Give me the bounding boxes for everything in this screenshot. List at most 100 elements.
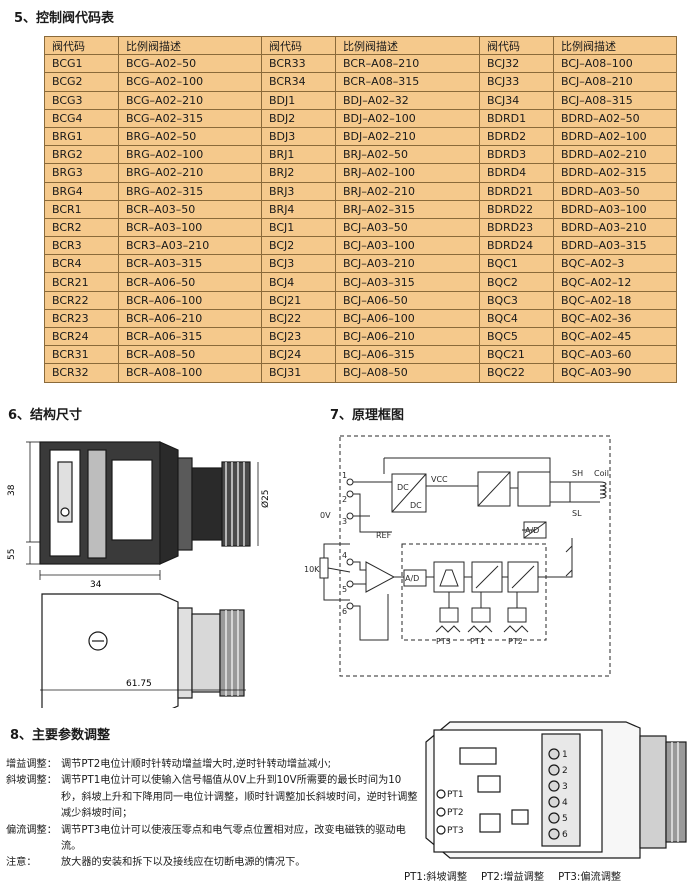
valve-code-cell: BQC1: [479, 254, 554, 274]
valve-code-cell: BDRD21: [479, 181, 554, 201]
caption-pt3: PT3:偏流调整: [558, 872, 622, 883]
valve-code-cell: BQC4: [479, 308, 554, 329]
ad-label-1: A/D: [405, 574, 419, 583]
valve-code-cell: BQC5: [479, 326, 554, 347]
param-note: 注意：放大器的安装和拆下以及接线应在切断电源的情况下。: [6, 857, 306, 869]
valve-description-cell: BCR–A03–50: [118, 199, 262, 219]
valve-description-cell: BCJ–A06–315: [335, 345, 480, 365]
valve-description-cell: BQC–A03–60: [553, 345, 677, 365]
board-captions: PT1:斜坡调整 PT2:增益调整 PT3:偏流调整: [404, 868, 700, 883]
valve-description-cell: BQC–A02–36: [553, 308, 677, 329]
section5-title: 5、控制阀代码表: [14, 11, 115, 26]
valve-description-cell: BCJ–A06–100: [335, 308, 480, 329]
pin-4-label: 4: [342, 551, 347, 560]
sl-label: SL: [572, 509, 582, 518]
param-gain: 增益调整：调节PT2电位计顺时针转动增益增大时,逆时针转动增益减小;: [6, 759, 332, 770]
valve-description-cell: BCR–A06–210: [118, 308, 262, 329]
valve-description-cell: BCJ–A08–50: [335, 363, 480, 383]
valve-description-cell: BCR–A06–50: [118, 272, 262, 292]
valve-description-cell: BDRD–A03–210: [553, 217, 677, 238]
terminal-1-label: 1: [562, 750, 568, 760]
valve-description-cell: BCG–A02–210: [118, 90, 262, 110]
valve-description-cell: BDRD–A02–100: [553, 126, 677, 147]
cable-gland: [221, 461, 251, 547]
valve-description-cell: BQC–A02–45: [553, 326, 677, 347]
valve-code-cell: BCG1: [44, 54, 119, 74]
valve-code-cell: BCR21: [44, 272, 119, 292]
valve-description-cell: BCJ–A06–210: [335, 326, 480, 347]
valve-code-cell: BRJ4: [261, 199, 336, 219]
valve-description-cell: BRJ–A02–50: [335, 145, 480, 165]
valve-description-cell: BCR–A03–315: [118, 254, 262, 274]
pt3-pot-icon: [436, 825, 446, 835]
valve-code-cell: BCR22: [44, 290, 119, 310]
valve-description-cell: BRJ–A02–100: [335, 163, 480, 183]
valve-description-cell: BQC–A02–12: [553, 272, 677, 292]
screw-icon: [88, 631, 108, 651]
table-header-cell: 比例阀描述: [335, 35, 480, 56]
valve-description-cell: BDRD–A03–315: [553, 236, 677, 256]
valve-code-cell: BCJ31: [261, 363, 336, 383]
valve-code-cell: BCG2: [44, 72, 119, 92]
block-diagram: DC DC VCC REF 0V 10K SH SL Coil A/D A/D …: [304, 435, 611, 677]
valve-code-cell: BDRD22: [479, 199, 554, 219]
valve-description-cell: BCR–A08–100: [118, 363, 262, 383]
valve-code-cell: BDRD1: [479, 108, 554, 128]
pt1-diagram-label: PT1: [470, 637, 485, 646]
valve-description-cell: BRJ–A02–210: [335, 181, 480, 201]
valve-code-cell: BCG4: [44, 108, 119, 128]
pin-1-label: 1: [342, 471, 347, 480]
pt3-diagram-label: PT3: [436, 637, 451, 646]
dim-55: 55: [7, 549, 17, 560]
valve-code-cell: BCG3: [44, 90, 119, 110]
valve-code-cell: BCR24: [44, 326, 119, 347]
valve-description-cell: BDJ–A02–32: [335, 90, 480, 110]
valve-description-cell: BDRD–A03–50: [553, 181, 677, 201]
section6-title: 6、结构尺寸: [8, 408, 83, 423]
table-header-cell: 比例阀描述: [118, 35, 262, 56]
valve-description-cell: BRG–A02–100: [118, 145, 262, 165]
valve-description-cell: BRJ–A02–315: [335, 199, 480, 219]
valve-code-cell: BRG1: [44, 126, 119, 147]
caption-pt2: PT2:增益调整: [481, 872, 545, 883]
valve-code-cell: BCR2: [44, 217, 119, 238]
valve-description-cell: BCJ–A03–50: [335, 217, 480, 238]
coil-label: Coil: [594, 469, 609, 478]
valve-description-cell: BCR–A06–100: [118, 290, 262, 310]
valve-code-cell: BRJ2: [261, 163, 336, 183]
valve-code-cell: BCJ2: [261, 236, 336, 256]
pin-3-label: 3: [342, 517, 347, 526]
dim-34: 34: [90, 580, 102, 590]
valve-code-cell: BRJ1: [261, 145, 336, 165]
valve-description-cell: BCG–A02–315: [118, 108, 262, 128]
valve-code-cell: BCJ21: [261, 290, 336, 310]
valve-description-cell: BDRD–A02–50: [553, 108, 677, 128]
terminal-5-label: 5: [562, 814, 568, 824]
table-header-cell: 比例阀描述: [553, 35, 677, 56]
valve-description-cell: BRG–A02–315: [118, 181, 262, 201]
valve-code-cell: BDRD3: [479, 145, 554, 165]
vcc-label: VCC: [431, 475, 448, 484]
dc-label-1: DC: [397, 483, 409, 492]
valve-description-cell: BCR–A03–100: [118, 217, 262, 238]
valve-code-cell: BCJ1: [261, 217, 336, 238]
valve-description-cell: BCJ–A08–315: [553, 90, 677, 110]
valve-code-cell: BRJ3: [261, 181, 336, 201]
board-pt3-label: PT3: [447, 826, 464, 836]
valve-code-cell: BCR1: [44, 199, 119, 219]
valve-code-cell: BQC2: [479, 272, 554, 292]
valve-code-cell: BDJ1: [261, 90, 336, 110]
terminal-3-label: 3: [562, 782, 568, 792]
valve-code-cell: BRG4: [44, 181, 119, 201]
valve-description-cell: BQC–A03–90: [553, 363, 677, 383]
valve-description-cell: BCR–A08–50: [118, 345, 262, 365]
